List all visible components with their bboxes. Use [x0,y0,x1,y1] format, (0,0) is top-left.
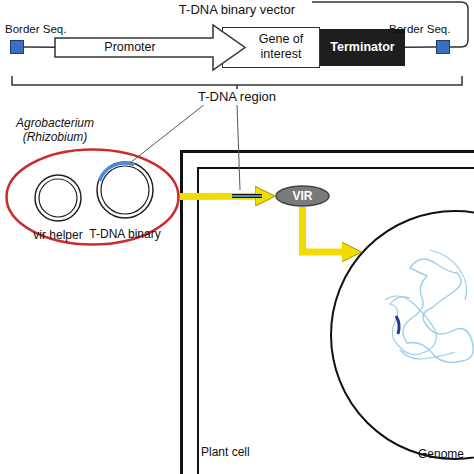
ellipse-shape [7,150,179,245]
vir-protein: VIR [275,185,330,207]
nucleus-circle: Genome [330,210,474,460]
circle-shape [35,175,81,221]
leader-line [130,104,205,163]
transfer-arrow [180,193,261,200]
node-label: Border Seq. [389,22,450,36]
t-dna-strand-outline [232,194,262,198]
border-sequence: Border Seq. [10,40,24,54]
node-label: Plant cell [201,445,250,459]
backbone-line [405,46,436,48]
node-label: Border Seq. [5,22,66,36]
circle-shape [39,179,77,217]
plasmid-circle: vir helper [34,174,82,222]
shape-outline [34,174,82,222]
backbone-line [24,46,55,48]
node-label: T-DNA binary [75,227,175,241]
t-dna-bracket [12,76,462,85]
node-label: Gene of interest [245,32,317,62]
region-label: T-DNA region [177,89,297,105]
node-label: VIR [275,189,330,203]
circle-shape [97,162,153,218]
transfer-arrow [303,207,348,252]
diagram-title: T-DNA binary vector [0,2,474,18]
bacterium-ellipse: Agrobacterium (Rhizobium)vir helperT-DNA… [5,148,180,246]
shape-outline [330,210,474,460]
circle-shape [331,211,474,459]
t-dna-strand [232,195,262,197]
node-label: Terminator [320,40,405,54]
node-label: Genome [418,447,464,461]
node-label: Agrobacterium (Rhizobium) [5,116,105,144]
promoter-arrow: Promoter [55,25,245,70]
node-label: vir helper [14,228,102,242]
leader-line [237,105,240,190]
node-label: Promoter [65,40,195,54]
circle-shape [101,166,149,214]
ellipse-shape [276,186,329,206]
border-sequence: Border Seq. [436,40,450,54]
arrow-shape [55,25,245,70]
